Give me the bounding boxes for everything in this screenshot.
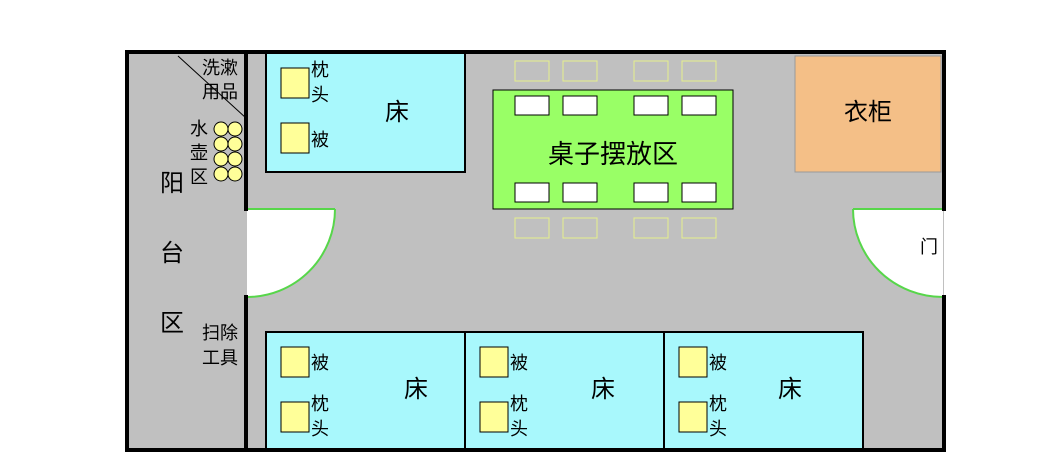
balcony: 洗漱 用品 水 壶 区 阳 台 区 扫除 工具 [160, 58, 243, 369]
pillow-label-2: 头 [709, 419, 727, 440]
pillow-label-1: 枕 [311, 60, 329, 81]
pillow-label-2: 头 [311, 419, 329, 440]
wardrobe-label: 衣柜 [844, 98, 892, 126]
wardrobe: 衣柜 [794, 55, 942, 173]
table-area: 桌子摆放区 [492, 60, 734, 239]
cleaning-tools-label-1: 扫除 [202, 323, 238, 344]
quilt-label: 被 [510, 353, 528, 374]
quilt-label: 被 [311, 353, 329, 374]
desk-bottom-3 [633, 182, 669, 203]
door-label: 门 [920, 237, 938, 258]
kettle-2 [227, 121, 243, 137]
kettle-3 [213, 136, 229, 152]
wardrobe-box [794, 55, 942, 173]
kettle-1 [213, 121, 229, 137]
desk-bottom-4 [681, 182, 717, 203]
pillow [479, 401, 509, 433]
entrance-door-leaf [853, 209, 943, 297]
walls [125, 50, 946, 452]
toiletries-label-1: 洗漱 [202, 58, 238, 79]
desk-bottom-2 [562, 182, 598, 203]
quilt [479, 346, 509, 378]
balcony-door-swing [246, 208, 336, 298]
pillow-label-1: 枕 [709, 394, 727, 415]
balcony-label-1: 阳 [160, 169, 184, 197]
pillow-label-1: 枕 [311, 394, 329, 415]
desk-top-3 [633, 95, 669, 116]
desk-top-4 [681, 95, 717, 116]
kettle-5 [213, 151, 229, 167]
quilt [678, 346, 708, 378]
pillow [280, 67, 310, 99]
seat-top-2 [562, 60, 598, 82]
seat-top-1 [514, 60, 550, 82]
seat-bottom-2 [562, 217, 598, 239]
balcony-door-leaf [247, 209, 335, 297]
quilt-label: 被 [311, 130, 329, 151]
balcony-corner-line [177, 55, 247, 119]
pillow [280, 401, 310, 433]
pillow-label-2: 头 [311, 85, 329, 106]
quilt [280, 122, 310, 154]
desks [514, 60, 717, 239]
kettle-8 [227, 166, 243, 182]
cleaning-tools-label-2: 工具 [202, 348, 238, 369]
bottom-bed-2: 被 枕 头 床 [464, 331, 665, 451]
seat-bottom-1 [514, 217, 550, 239]
balcony-label-2: 台 [160, 239, 184, 267]
seat-top-3 [633, 60, 669, 82]
bed-label: 床 [778, 375, 802, 403]
pillow-label-1: 枕 [510, 394, 528, 415]
kettle-6 [227, 151, 243, 167]
seat-top-4 [681, 60, 717, 82]
bottom-bed-3: 被 枕 头 床 [663, 331, 864, 451]
bed-label: 床 [404, 375, 428, 403]
toiletries-label-2: 用品 [202, 82, 238, 103]
kettle-area-label-3: 区 [190, 167, 208, 188]
top-bed: 枕 头 被 床 [265, 52, 466, 173]
kettle-area-label-1: 水 [190, 119, 208, 140]
kettle-area-label-2: 壶 [190, 143, 208, 164]
bed-label: 床 [385, 98, 409, 126]
bottom-bed-1: 被 枕 头 床 [265, 331, 466, 451]
entrance-door-swing [852, 208, 944, 298]
quilt-label: 被 [709, 353, 727, 374]
balcony-label-3: 区 [160, 309, 184, 337]
kettle-4 [227, 136, 243, 152]
table-area-label: 桌子摆放区 [548, 140, 678, 170]
desk-top-2 [562, 95, 598, 116]
desk-bottom-1 [514, 182, 550, 203]
kettles [213, 121, 243, 182]
pillow-label-2: 头 [510, 419, 528, 440]
seat-bottom-4 [681, 217, 717, 239]
seat-bottom-3 [633, 217, 669, 239]
desk-top-1 [514, 95, 550, 116]
entrance-door: 门 [852, 208, 944, 298]
kettle-7 [213, 166, 229, 182]
bed-label: 床 [591, 375, 615, 403]
pillow [678, 401, 708, 433]
balcony-door [246, 208, 336, 298]
quilt [280, 346, 310, 378]
